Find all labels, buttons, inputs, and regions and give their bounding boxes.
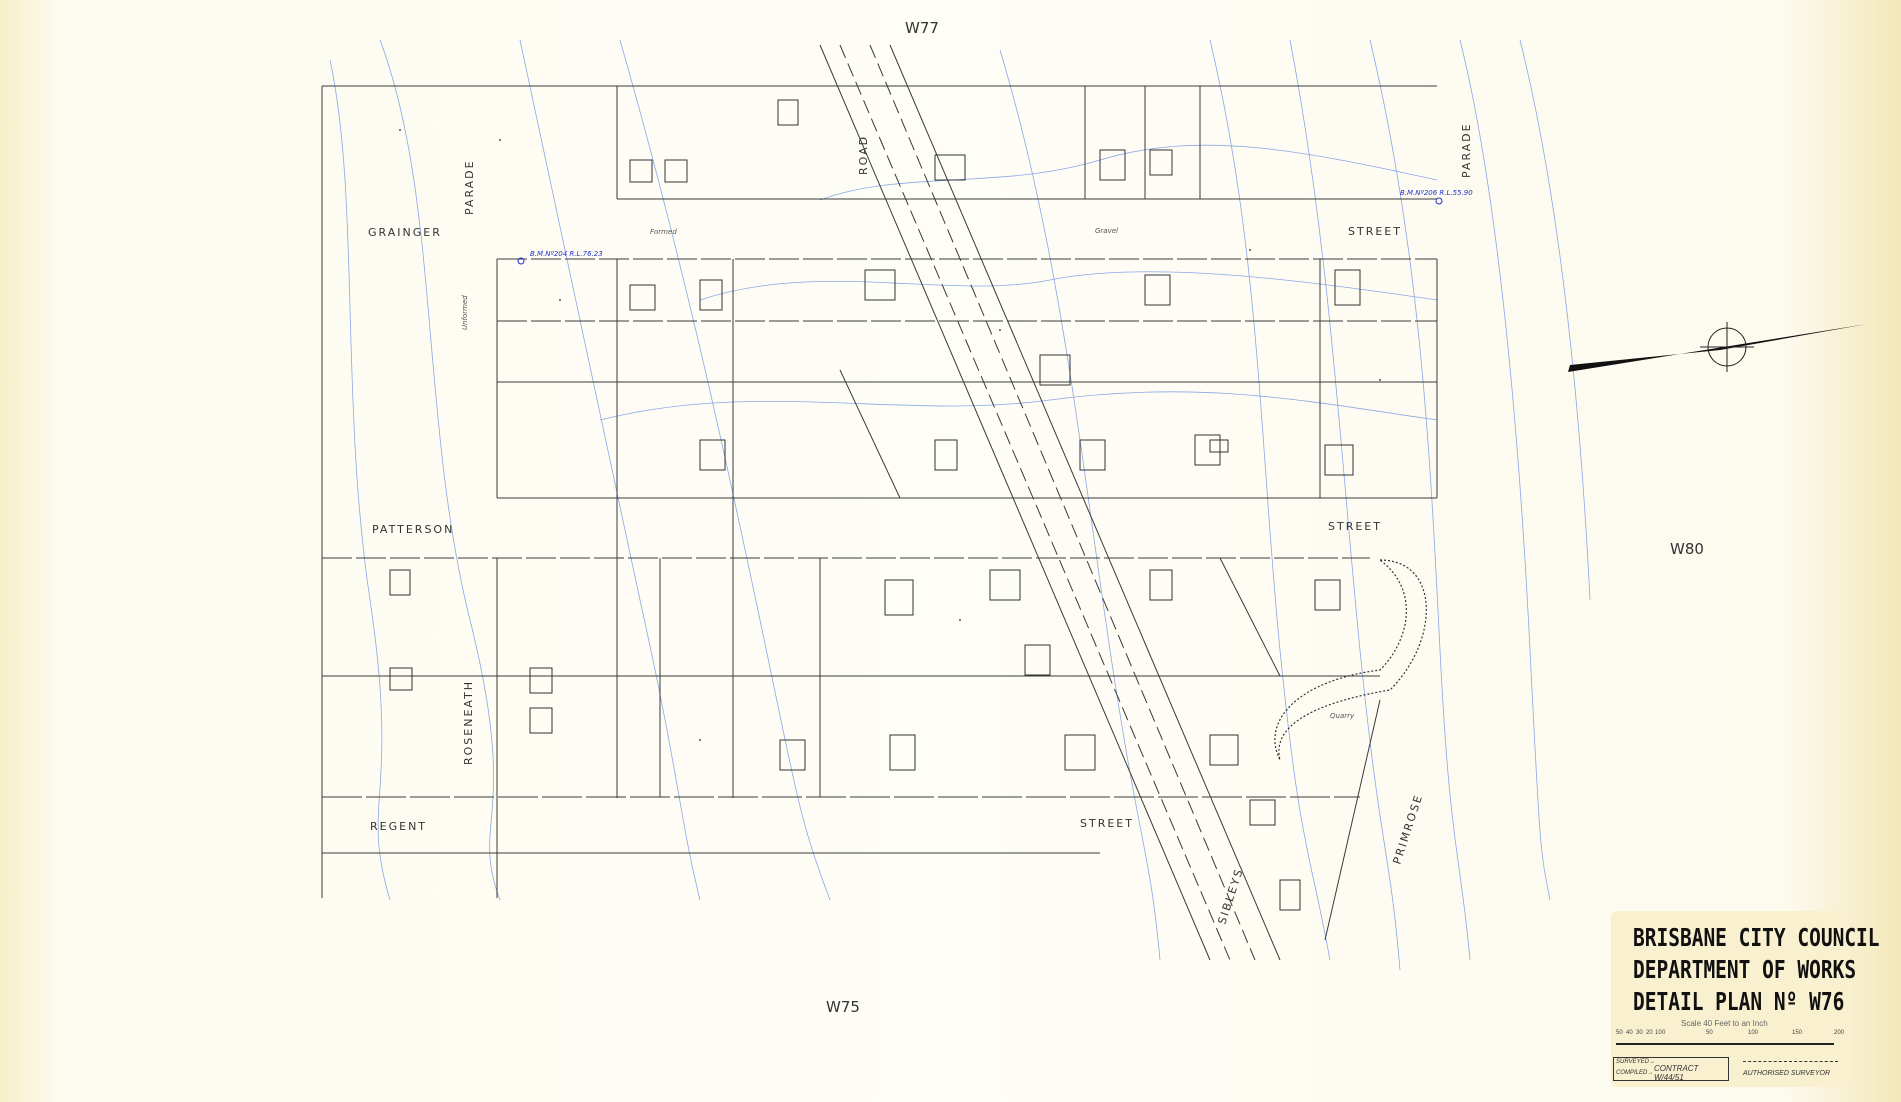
- benchmark-label: B.M.Nº206 R.L.55.90: [1400, 189, 1473, 197]
- street-label-patterson-street: STREET: [1328, 520, 1382, 533]
- scale-tick: 40: [1626, 1030, 1633, 1036]
- street-label-grainger: GRAINGER: [368, 226, 442, 239]
- contour-lines: [329, 39, 1591, 971]
- street-label-regent: REGENT: [370, 820, 427, 833]
- scale-tick: 10: [1655, 1030, 1662, 1036]
- scale-tick: 150: [1792, 1030, 1803, 1036]
- street-label-roseneath: ROSENEATH: [462, 680, 475, 765]
- plan-number: DETAIL PLAN Nº W76: [1633, 987, 1845, 1016]
- benchmark-marker: [1435, 197, 1443, 205]
- scale-bar: 50 40 30 20 10 0 50 100 150 200: [1616, 1030, 1844, 1045]
- council-name: BRISBANE CITY COUNCIL: [1633, 923, 1880, 952]
- road-surface-label: Formed: [650, 228, 677, 236]
- adjoining-sheet-north[interactable]: W77: [905, 19, 939, 37]
- department-name: DEPARTMENT OF WORKS: [1633, 955, 1857, 984]
- property-boundaries: [321, 85, 1438, 898]
- scale-tick: 0: [1662, 1030, 1666, 1036]
- road-surface-label: Unformed: [461, 295, 469, 330]
- scale-caption: Scale 40 Feet to an Inch: [1681, 1019, 1768, 1028]
- authorised-surveyor-signature: AUTHORISED SURVEYOR: [1743, 1061, 1838, 1077]
- street-label-parade-west: PARADE: [463, 159, 476, 215]
- scale-tick: 100: [1748, 1030, 1759, 1036]
- title-block: BRISBANE CITY COUNCIL DEPARTMENT OF WORK…: [1611, 911, 1880, 1087]
- sibleys-road: [819, 44, 1381, 961]
- scale-tick: 30: [1636, 1030, 1643, 1036]
- street-label-regent-street: STREET: [1080, 817, 1134, 830]
- spot-heights: [399, 129, 1381, 741]
- street-label-sibleys: SIBLEYS: [1215, 866, 1245, 926]
- benchmark-marker: [517, 257, 525, 265]
- surveyed-label: SURVEYED→: [1616, 1059, 1655, 1065]
- compiled-label: COMPILED→: [1616, 1070, 1654, 1076]
- scale-tick: 50: [1706, 1030, 1713, 1036]
- street-label-primrose: PRIMROSE: [1390, 792, 1425, 866]
- street-label-patterson: PATTERSON: [372, 523, 454, 536]
- contract-box: SURVEYED→ COMPILED→ CONTRACT W/44/51: [1613, 1057, 1729, 1082]
- scale-tick: 20: [1646, 1030, 1653, 1036]
- quarry-outline: [1274, 559, 1427, 761]
- road-surface-label: Gravel: [1095, 227, 1118, 235]
- street-label-parade-east: PARADE: [1460, 122, 1473, 178]
- street-label-road: ROAD: [857, 135, 870, 175]
- scale-tick: 50: [1616, 1030, 1623, 1036]
- street-label-grainger-street: STREET: [1348, 225, 1402, 238]
- adjoining-sheet-south[interactable]: W75: [826, 998, 860, 1016]
- scale-tick: 200: [1834, 1030, 1845, 1036]
- quarry-label: Quarry: [1330, 712, 1355, 720]
- north-arrow-icon: [1568, 322, 1867, 372]
- adjoining-sheet-east[interactable]: W80: [1670, 540, 1704, 558]
- contract-number: CONTRACT W/44/51: [1654, 1064, 1699, 1082]
- building-footprints: [389, 99, 1361, 911]
- benchmark-label: B.M.Nº204 R.L.76.23: [530, 250, 603, 258]
